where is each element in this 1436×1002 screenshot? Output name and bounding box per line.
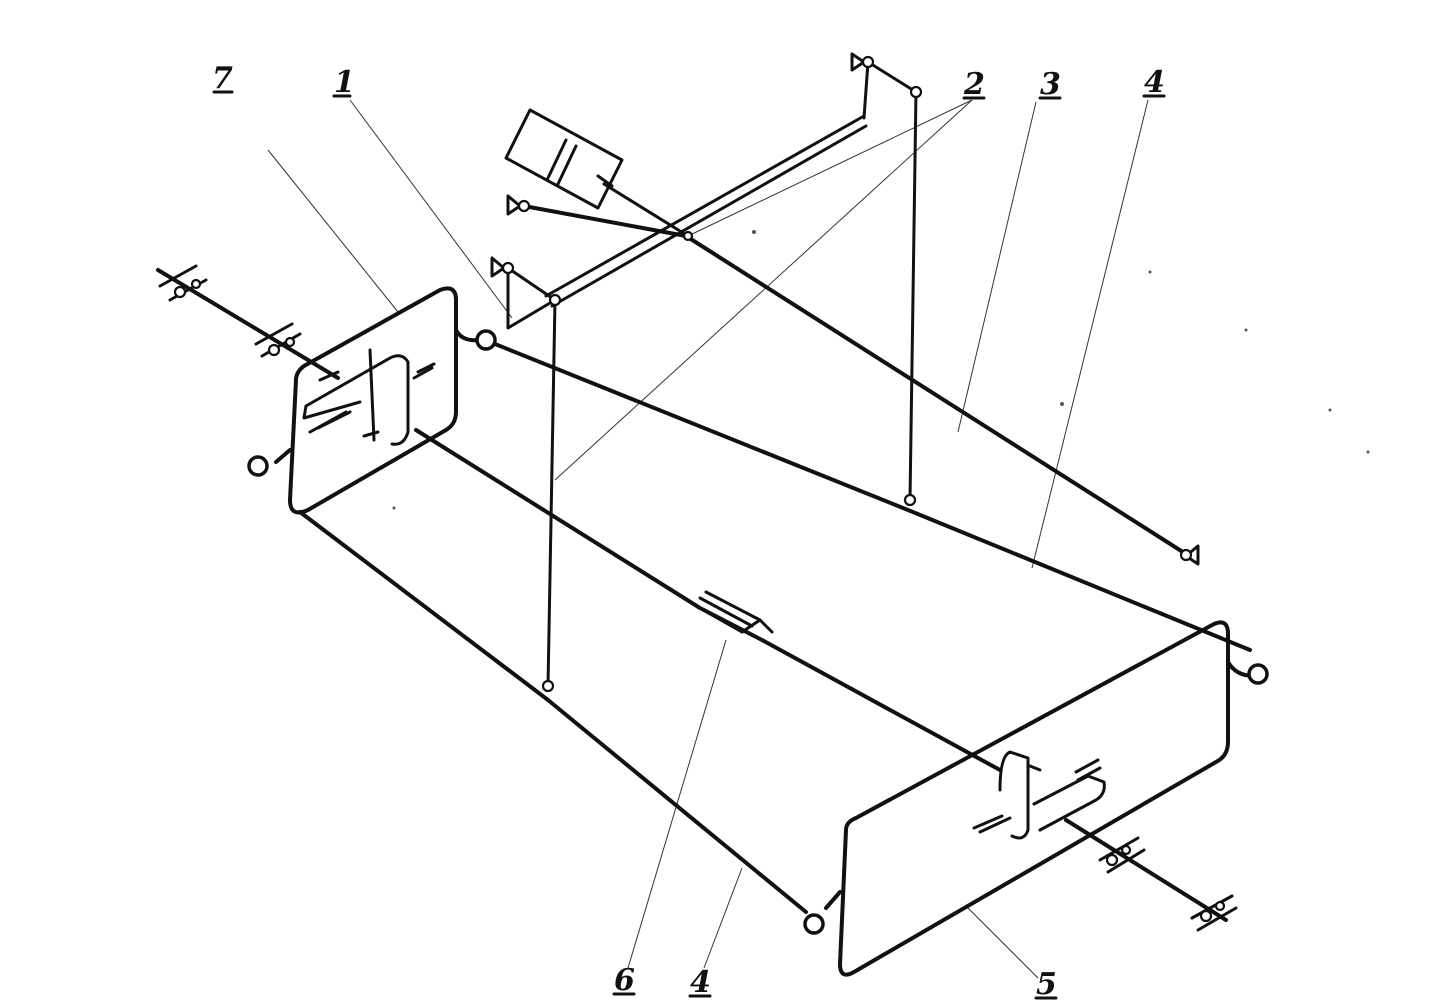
right-bottom-ring	[803, 913, 825, 935]
right-top-ring	[1247, 663, 1269, 685]
pedal-box	[504, 108, 624, 210]
callout-labels: 7 1 2 3 4 6 4 5	[212, 61, 1166, 1002]
leader-4b	[703, 867, 743, 969]
callout-5: 5	[1036, 967, 1057, 1002]
left-shaft-bearings	[158, 264, 302, 358]
cable-long-tie	[522, 204, 1188, 556]
callout-2: 2	[963, 67, 985, 102]
scan-specks	[392, 230, 1370, 510]
right-output-shaft	[1064, 818, 1228, 922]
left-gear-mechanism	[302, 348, 410, 446]
anchor-top	[850, 52, 866, 72]
callout-4-top: 4	[1144, 65, 1165, 100]
pedal-arm	[602, 182, 690, 238]
leader-7	[267, 149, 399, 313]
left-triangle	[506, 266, 557, 330]
leader-4a	[1031, 99, 1149, 569]
callout-1: 1	[334, 65, 355, 100]
pedal-linkage-upper	[544, 114, 866, 298]
anchor-right	[1184, 544, 1200, 566]
leader-1	[349, 99, 513, 319]
vertical-rod-1	[546, 298, 557, 688]
pedal-linkage-lower	[550, 124, 868, 308]
cables	[156, 60, 1252, 922]
rings	[247, 329, 1269, 935]
cable-connector-6	[694, 590, 774, 634]
right-frame-outline	[838, 620, 1230, 977]
right-gear-mechanism	[998, 750, 1106, 840]
cable-middle-diagonal	[414, 428, 1002, 772]
callout-7: 7	[212, 61, 233, 96]
left-input-shaft	[156, 268, 340, 380]
leader-lines	[267, 99, 1149, 979]
leader-5	[967, 907, 1039, 979]
left-frame-outline	[288, 286, 458, 515]
anchor-left-upper	[506, 194, 522, 216]
leader-2a	[687, 99, 973, 237]
anchors	[490, 52, 1200, 566]
cable-lower-diagonal	[298, 510, 808, 914]
vertical-rod-2	[908, 90, 918, 502]
top-triangle	[862, 60, 918, 120]
anchor-left-lower	[490, 256, 506, 278]
right-shaft-bearings	[1098, 836, 1238, 932]
leader-3	[957, 101, 1037, 433]
callout-6: 6	[614, 963, 635, 998]
right-frame	[824, 620, 1256, 977]
callout-3: 3	[1040, 67, 1061, 102]
hinge-nodes	[501, 55, 1193, 693]
left-frame	[274, 286, 482, 515]
left-top-ring	[475, 329, 497, 351]
callout-4-bottom: 4	[690, 965, 711, 1000]
cable-upper-diagonal	[488, 340, 1252, 652]
left-bottom-ring	[247, 455, 269, 477]
leader-2b	[554, 99, 973, 481]
